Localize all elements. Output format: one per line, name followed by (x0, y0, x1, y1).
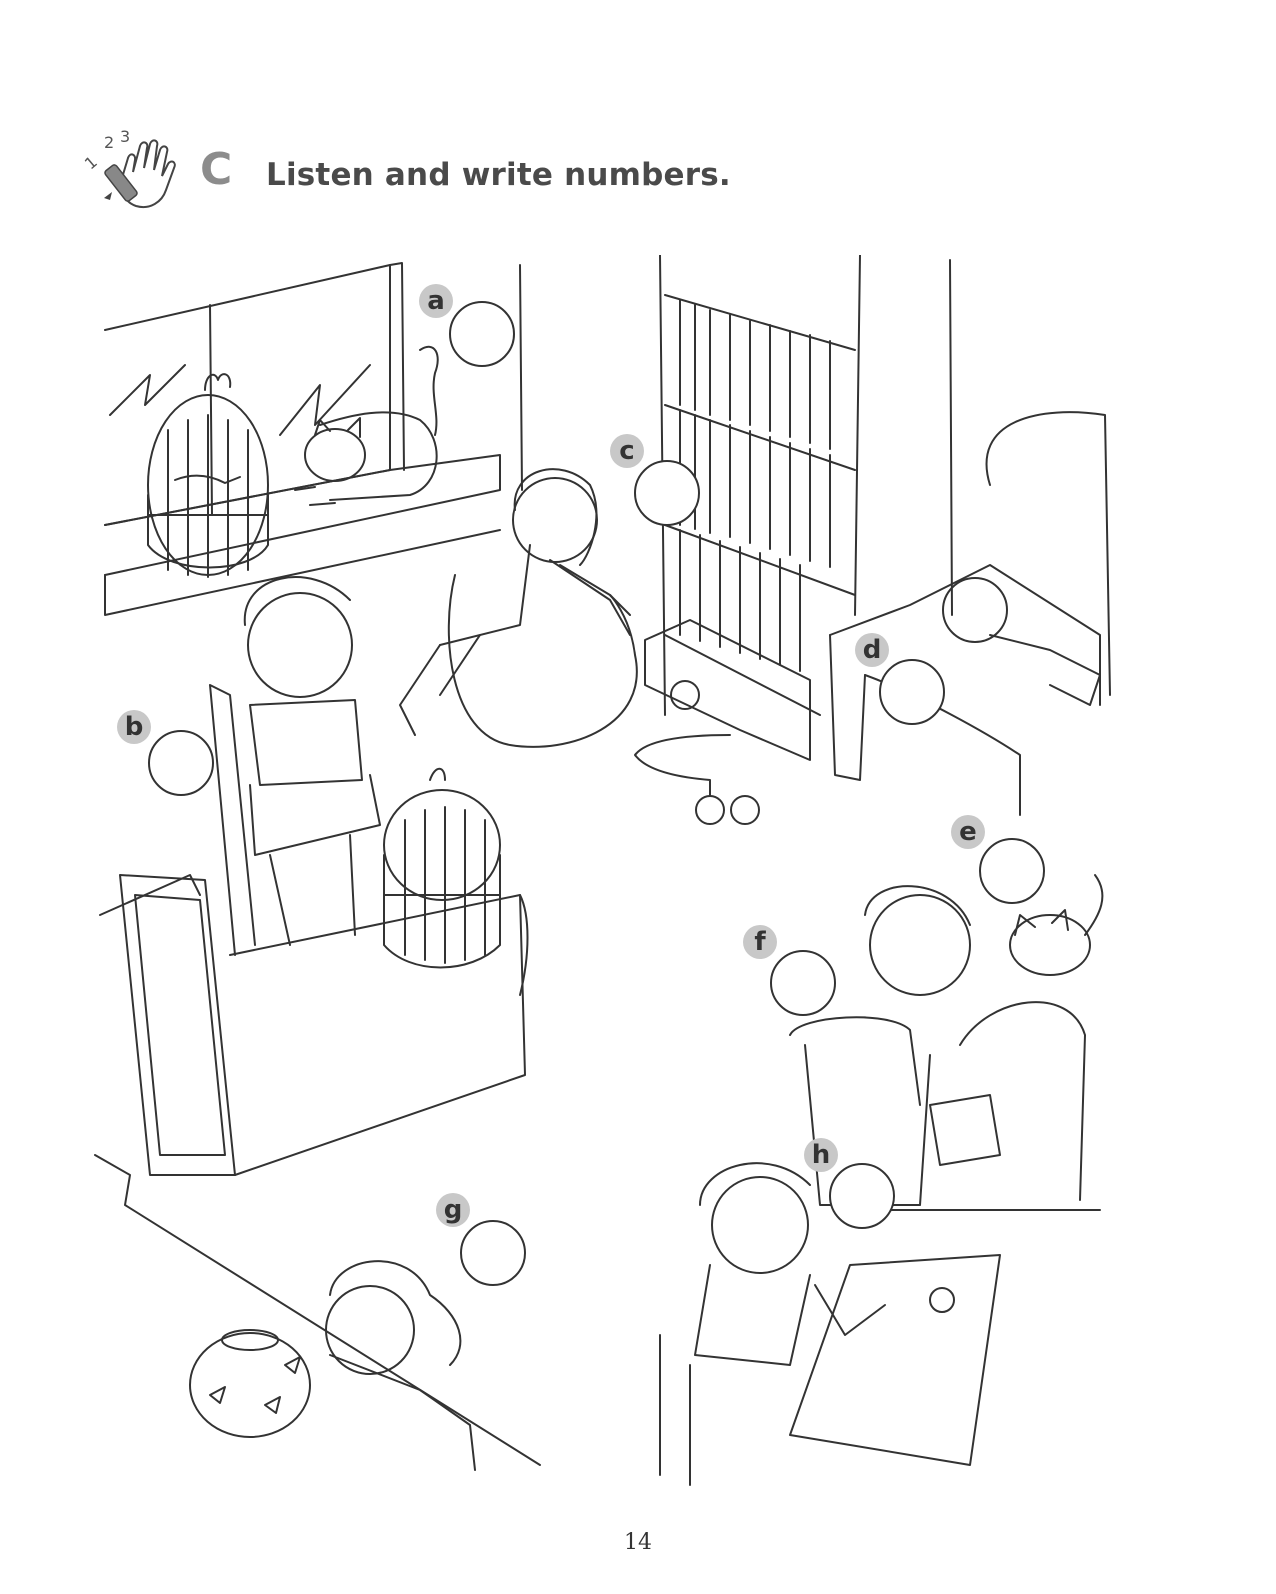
icon-number-3: 3 (120, 128, 130, 146)
label-g: g (436, 1193, 470, 1227)
icon-number-2: 2 (104, 133, 114, 152)
girl-on-beanbag (399, 468, 638, 748)
label-f: f (743, 925, 777, 959)
label-a: a (419, 284, 453, 318)
girl-reading-on-chair (209, 576, 381, 956)
answer-circle-h[interactable] (829, 1163, 895, 1229)
stereo-and-headphones (634, 619, 811, 825)
girl-with-fishbowl (189, 1260, 476, 1471)
section-letter: C (200, 144, 233, 195)
desk-kid-on-phone (659, 1162, 1101, 1486)
instruction-title: Listen and write numbers. (266, 157, 731, 193)
answer-circle-g[interactable] (460, 1220, 526, 1286)
birdcage-counter (383, 767, 501, 969)
page-number: 14 (624, 1530, 652, 1555)
label-h: h (804, 1138, 838, 1172)
counting-hand-pencil-icon: 1 2 3 (84, 128, 176, 208)
sofa-with-sleeping-kid (829, 411, 1111, 816)
wall-corner-left (519, 264, 523, 491)
cat-on-sill (294, 345, 439, 506)
counter-with-tv (94, 874, 541, 1466)
label-d: d (855, 633, 889, 667)
answer-circle-a[interactable] (449, 301, 515, 367)
label-c: c (610, 434, 644, 468)
answer-circle-c[interactable] (634, 460, 700, 526)
answer-circle-b[interactable] (148, 730, 214, 796)
answer-circle-e[interactable] (979, 838, 1045, 904)
icon-number-1: 1 (84, 152, 101, 173)
wall-corner-right (949, 259, 953, 616)
answer-circle-d[interactable] (879, 659, 945, 725)
label-b: b (117, 710, 151, 744)
label-e: e (951, 815, 985, 849)
answer-circle-f[interactable] (770, 950, 836, 1016)
room-illustration (94, 255, 1111, 1486)
birdcage-left (147, 373, 269, 578)
